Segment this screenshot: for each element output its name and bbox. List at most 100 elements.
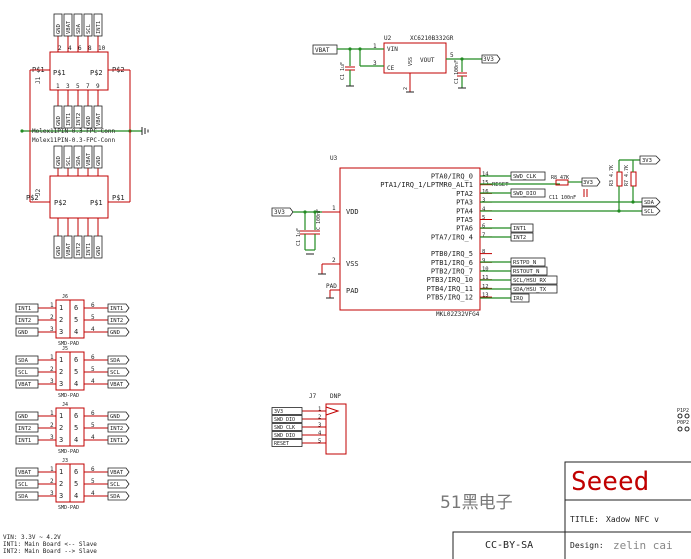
- header-net-right: GND: [110, 330, 120, 336]
- header-footer: SMD-PAD: [58, 449, 79, 455]
- j1-top-pin-5: 10: [98, 45, 106, 52]
- r7-label: R7 4.7K: [624, 165, 630, 186]
- header-pin-inner-right: 6: [74, 304, 78, 312]
- mcu-pin-name: PTA1/IRQ_1/LPTMR0_ALT1: [380, 181, 473, 189]
- j1-top-net-2: SDA: [76, 23, 82, 34]
- license: CC-BY-SA: [485, 540, 533, 551]
- header-net-right: INT2: [110, 426, 123, 432]
- mcu-pin-name: PTB3/IRQ_10: [427, 276, 473, 284]
- net-reset: RESET: [492, 182, 509, 188]
- net-swd-clk: SWD_CLK: [513, 174, 537, 180]
- connector-j1: J1 P$1 P$2 P$1 P$2 2 4 6 8 10 GND VBAT S…: [29, 13, 131, 130]
- header-net-right: SCL: [110, 482, 121, 488]
- header-footer: SMD-PAD: [58, 505, 79, 511]
- header-net-left: VBAT: [18, 382, 32, 388]
- mcu-pin-num: 10: [482, 267, 489, 273]
- ground-bus: Molex11PIN-0.3-FPC-Conn Molex11PIN-0.3-F…: [20, 127, 149, 144]
- j1-bottom-net-0: GND: [56, 116, 62, 126]
- j7-pin-num: 4: [318, 431, 322, 437]
- j1-bottom-pin-2: 3: [66, 83, 70, 90]
- u2-cout: C1 100nF: [454, 60, 460, 84]
- header-pin-left-num: 3: [50, 490, 54, 497]
- header-pin-left-num: 2: [50, 478, 54, 485]
- j2-top-net-1: SCL: [66, 155, 72, 166]
- j1-bottom-pin-3: 5: [76, 83, 80, 90]
- j1-bottom-nets: GND INT1 INT2 GND VBAT: [53, 105, 103, 129]
- header-net-left: SCL: [18, 482, 29, 488]
- u3-part: MKL02Z32VFG4: [436, 311, 480, 318]
- j1-bottom-net-3: GND: [86, 116, 92, 126]
- u2-pin-vin-num: 1: [373, 43, 377, 50]
- u2-part: XC6210B332GR: [410, 35, 454, 42]
- u3-pin-vdd-num: 1: [332, 205, 336, 212]
- mcu-pin-num: 7: [482, 232, 485, 238]
- header-pin-inner-left: 1: [59, 304, 63, 312]
- header-net-left: INT1: [18, 306, 31, 312]
- mcu-nets: SWD_CLK RESET SWD_DIO INT1 INT2 RSTPD_N …: [480, 155, 661, 303]
- header-pin-left-num: 3: [50, 378, 54, 385]
- header-pin-inner-right: 6: [74, 412, 78, 420]
- j7-pin-num: 5: [318, 439, 321, 445]
- u3-ref: U3: [330, 155, 338, 162]
- mcu-pin-num: 9: [482, 258, 485, 264]
- mcu-pin-name: PTA3: [456, 199, 473, 207]
- header-net-right: VBAT: [110, 382, 124, 388]
- j2-bottom-net-0: GND: [56, 246, 62, 256]
- j1-ref: J1: [35, 76, 42, 84]
- title-block: Seeed TITLE: Xadow NFC v CC-BY-SA Design…: [452, 461, 691, 559]
- u2-out-net: 3V3: [483, 56, 494, 63]
- header-pin-inner-left: 1: [59, 356, 63, 364]
- net-rstpd: RSTPD_N: [513, 260, 536, 266]
- net-sda-hsu: SDA/HSU_TX: [513, 287, 547, 293]
- header-net-right: GND: [110, 414, 120, 420]
- watermark: 51黑电子: [440, 493, 513, 513]
- mcu-pin-name: PTA6: [456, 225, 473, 233]
- header-net-left: SDA: [18, 494, 29, 500]
- header-net-left: SDA: [18, 358, 29, 364]
- u3-pin-vdd: VDD: [346, 208, 359, 216]
- j7-pin-num: 1: [318, 407, 321, 413]
- header-pin-inner-left: 3: [59, 436, 63, 444]
- u3-pin-pad: PAD: [346, 287, 359, 295]
- j1-bottom-net-2: INT2: [76, 113, 82, 126]
- j1-bottom-net-1: INT1: [66, 113, 72, 126]
- mcu-pin-name: PTB5/IRQ_12: [427, 294, 473, 302]
- fiducials: P1P2 P0P2: [677, 408, 690, 432]
- header-footer: SMD-PAD: [58, 341, 79, 347]
- mcu-pin-num: 3: [482, 198, 485, 204]
- header-pin-inner-right: 4: [74, 436, 78, 444]
- note-int2: INT2: Main Board --> Slave: [3, 548, 97, 555]
- net-int1: INT1: [513, 226, 526, 232]
- j1-bottom-pin-5: 9: [96, 83, 100, 90]
- header-net-left: INT2: [18, 426, 31, 432]
- mcu-pin-num: 14: [482, 172, 489, 178]
- u3-pin-vss-num: 2: [332, 257, 336, 264]
- j2-top-net-4: GND: [96, 156, 102, 166]
- fiducial-1: P1P2: [677, 408, 689, 414]
- net-scl-hsu: SCL/HSU_RX: [513, 278, 547, 284]
- j1-pad-right-inner: P$2: [90, 69, 103, 77]
- j7-net: RESET: [274, 441, 289, 447]
- header-pin-inner-right: 5: [74, 480, 78, 488]
- header-pin-left-num: 3: [50, 434, 54, 441]
- u3-pin-vss: VSS: [346, 260, 359, 268]
- j2-bottom-net-4: GND: [96, 246, 102, 256]
- mcu-pin-name: PTA2: [456, 190, 473, 198]
- j1-bottom-net-4: VBAT: [96, 112, 102, 126]
- pullup-net: 3V3: [642, 158, 652, 164]
- j2-pad-left: P$2: [26, 194, 39, 202]
- u2-pin-vss-num: 2: [403, 87, 409, 90]
- u3-vdd-net: 3V3: [274, 209, 285, 216]
- j7-net: 3V3: [274, 409, 283, 415]
- design-label: Design:: [570, 541, 604, 550]
- header-footer: SMD-PAD: [58, 393, 79, 399]
- net-scl: SCL: [644, 209, 655, 215]
- mcu-pin-name: PTB2/IRQ_7: [431, 268, 473, 276]
- u2-cin: C1 1uF: [340, 62, 346, 80]
- r8-label: R8 47K: [551, 175, 569, 181]
- j1-part: Molex11PIN-0.3-FPC-Conn: [32, 128, 115, 135]
- j7-part: DNP: [330, 393, 341, 400]
